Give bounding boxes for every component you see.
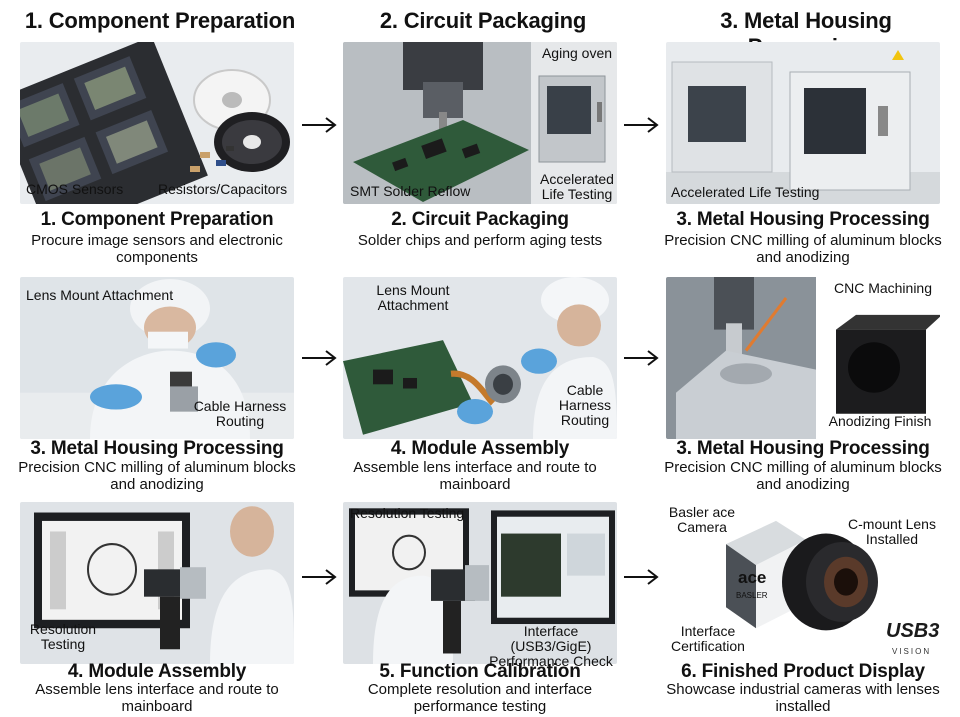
label-resolution-testing: Resolution Testing [29, 621, 97, 652]
module-assembly-photo [343, 277, 617, 439]
step-description: Procure image sensors and electronic com… [31, 232, 283, 266]
usb3-vision-subtext: VISION [892, 647, 932, 656]
column-header-1: 1. Component Preparation [24, 8, 296, 33]
label-lens-mount-attachment-2: Lens Mount Attachment [376, 282, 450, 313]
label-accelerated-life-testing: Accelerated Life Testing [540, 171, 614, 202]
component-preparation-photo [20, 42, 294, 204]
label-cable-harness-routing-2: Cable Harness Routing [558, 382, 612, 428]
label-anodizing-finish: Anodizing Finish [828, 413, 932, 429]
step-title: 6. Finished Product Display [681, 661, 925, 682]
resolution-testing-photo [20, 502, 294, 664]
step-title: 4. Module Assembly [390, 438, 570, 459]
label-aging-oven: Aging oven [541, 45, 613, 61]
step-description: Precision CNC milling of aluminum blocks… [18, 459, 296, 493]
label-cmos-sensors: CMOS Sensors [26, 181, 124, 197]
circuit-packaging-photo [343, 42, 617, 204]
step-description: Precision CNC milling of aluminum blocks… [664, 232, 942, 266]
camera-brand-text: ace [738, 568, 767, 587]
label-cable-harness-routing: Cable Harness Routing [193, 398, 287, 429]
label-resistors-capacitors: Resistors/Capacitors [158, 181, 288, 197]
cnc-machining-photo [666, 277, 940, 439]
label-lens-mount-attachment: Lens Mount Attachment [26, 287, 174, 303]
step-description: Assemble lens interface and route to mai… [353, 459, 597, 493]
label-smt-solder-reflow: SMT Solder Reflow [350, 183, 471, 199]
arrow-right-icon [302, 350, 337, 366]
label-accelerated-life-testing-2: Accelerated Life Testing [671, 184, 820, 200]
arrow-right-icon [624, 350, 659, 366]
step-title: 3. Metal Housing Processing [676, 438, 930, 459]
function-calibration-photo [343, 502, 617, 664]
column-header-2: 2. Circuit Packaging [379, 8, 587, 33]
label-basler-ace-camera: Basler ace Camera [668, 504, 736, 535]
label-resolution-testing-2: Resolution Testing [350, 505, 465, 521]
step-title: 2. Circuit Packaging [391, 209, 569, 230]
step-title: 3. Metal Housing Processing [676, 209, 930, 230]
lens-mount-worker-photo [20, 277, 294, 439]
metal-housing-ovens-photo [666, 42, 940, 204]
arrow-right-icon [302, 569, 337, 585]
camera-sub-text: BASLER [736, 591, 768, 600]
step-description: Showcase industrial cameras with lenses … [666, 681, 940, 715]
step-title: 3. Metal Housing Processing [30, 438, 284, 459]
finished-product-photo [666, 502, 940, 664]
usb3-vision-logo: USB3 [886, 620, 940, 642]
arrow-right-icon [624, 117, 659, 133]
label-c-mount-lens-installed: C-mount Lens Installed [848, 516, 936, 547]
step-description: Precision CNC milling of aluminum blocks… [664, 459, 942, 493]
step-title: 4. Module Assembly [67, 661, 247, 682]
label-cnc-machining: CNC Machining [833, 280, 933, 296]
step-title: 5. Function Calibration [379, 661, 581, 682]
label-interface-certification: Interface Certification [671, 623, 745, 654]
arrow-right-icon [624, 569, 659, 585]
step-description: Assemble lens interface and route to mai… [35, 681, 279, 715]
arrow-right-icon [302, 117, 337, 133]
step-description: Complete resolution and interface perfor… [367, 681, 593, 715]
label-interface-performance-check: Interface (USB3/GigE) Performance Check [489, 623, 613, 669]
step-description: Solder chips and perform aging tests [357, 232, 603, 249]
step-title: 1. Component Preparation [40, 209, 274, 230]
